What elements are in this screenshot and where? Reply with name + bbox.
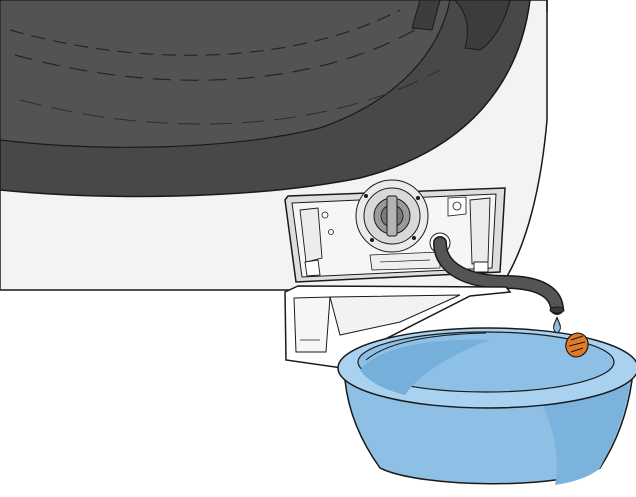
collection-bowl bbox=[338, 328, 636, 485]
service-hatch bbox=[285, 180, 505, 282]
drain-hose-end bbox=[550, 307, 564, 313]
water-drop bbox=[553, 316, 561, 333]
filter-knob-grip bbox=[387, 196, 397, 236]
